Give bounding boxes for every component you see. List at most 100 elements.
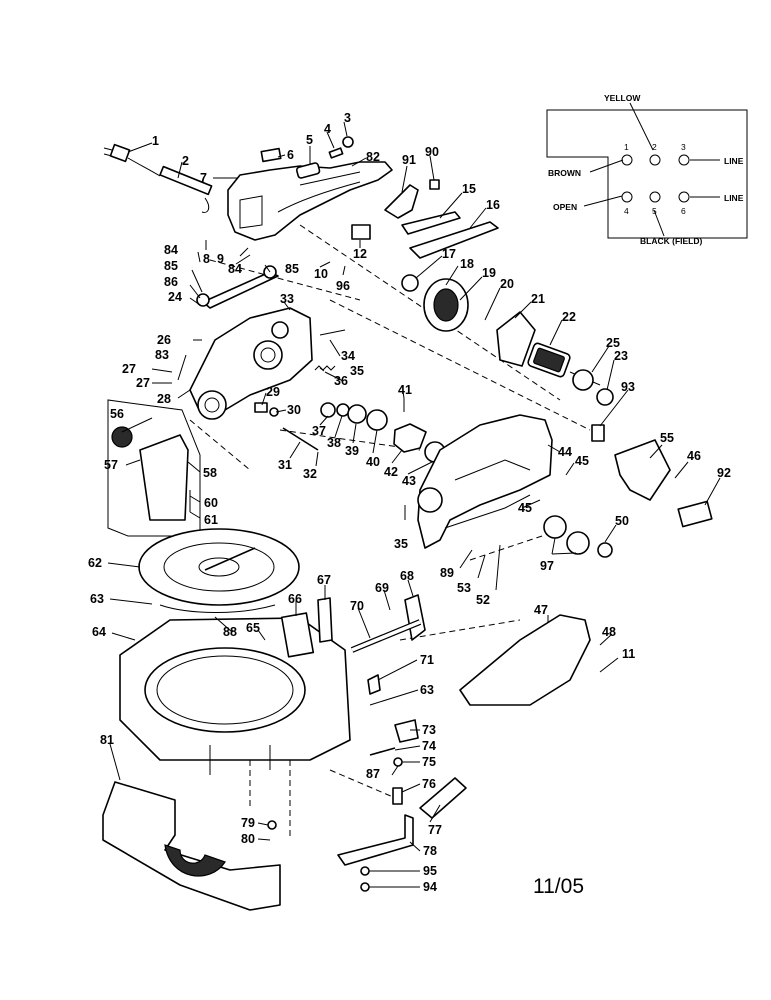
part-number-31: 31 [278,458,292,472]
part-number-93: 93 [621,380,635,394]
terminal-label-2: 2 [652,142,657,152]
part-number-12: 12 [353,247,367,261]
part-number-9: 9 [217,252,224,266]
part-number-29: 29 [266,385,280,399]
part-number-56: 56 [110,407,124,421]
part-number-84a: 84 [164,243,178,257]
part-75 [393,757,403,767]
part-number-24: 24 [168,290,182,304]
leader-lines [107,121,721,888]
handle-housing [227,161,393,241]
spring-36 [314,365,336,371]
part-number-35a: 35 [350,364,364,378]
wiring-label-open: OPEN [553,202,577,212]
knob-77 [419,777,467,819]
wiring-label-line-1: LINE [724,156,744,166]
part-number-74: 74 [422,739,436,753]
terminal-label-4: 4 [624,206,629,216]
part-number-40: 40 [366,455,380,469]
wiring-box [546,109,748,239]
part-number-11: 11 [622,647,635,661]
part-number-53: 53 [457,581,471,595]
brush-17 [401,274,419,292]
part-number-79: 79 [241,816,255,830]
small-spring-part [328,147,344,159]
latch-part [384,184,419,219]
bearing-37 [320,402,336,418]
terminal-2 [649,154,661,166]
part-number-67: 67 [317,573,331,587]
fence-plate-66 [280,612,315,658]
part-number-86: 86 [164,275,178,289]
part-number-84b: 84 [228,262,242,276]
lower-guard-47 [459,614,591,706]
part-number-50: 50 [615,514,629,528]
part-number-78: 78 [423,844,437,858]
part-number-94: 94 [423,880,437,894]
part-number-80: 80 [241,832,255,846]
part-number-88: 88 [223,625,237,639]
power-plug [103,143,161,177]
part-number-32: 32 [303,467,317,481]
part-number-38: 38 [327,436,341,450]
part-number-63a: 63 [90,592,104,606]
part-number-33: 33 [280,292,294,306]
motor-housing-21 [496,311,536,367]
part-76 [392,787,403,805]
part-number-47: 47 [534,603,548,617]
part-number-87: 87 [366,767,380,781]
terminal-label-6: 6 [681,206,686,216]
block-12 [351,224,371,240]
shaft-31 [282,427,319,451]
part-number-45a: 45 [575,454,589,468]
part-number-2: 2 [182,154,189,168]
part-number-35b: 35 [394,537,408,551]
part-number-34: 34 [341,349,355,363]
part-number-36: 36 [334,374,348,388]
bearing-40 [366,409,388,431]
blade-guard-44 [417,414,553,549]
part-number-57: 57 [104,458,118,472]
turntable-62 [138,528,300,606]
part-number-43: 43 [402,474,416,488]
lock-67 [317,597,333,643]
fan-25 [572,369,594,391]
handle-68 [404,594,426,641]
lower-rail-15 [401,211,461,235]
wiring-label-line-2: LINE [724,193,744,203]
part-number-63b: 63 [420,683,434,697]
wiring-label-black-field: BLACK (FIELD) [640,236,702,246]
part-number-4: 4 [324,122,331,136]
part-number-15: 15 [462,182,476,196]
part-number-76: 76 [422,777,436,791]
part-number-81: 81 [100,733,114,747]
part-number-10: 10 [314,267,328,281]
part-number-45b: 45 [518,501,532,515]
part-number-82: 82 [366,150,380,164]
part-number-30: 30 [287,403,301,417]
terminal-label-5: 5 [652,206,657,216]
cord-strain-relief [159,165,213,213]
part-number-27a: 27 [122,362,136,376]
part-number-61: 61 [204,513,218,527]
part-number-65: 65 [246,621,260,635]
knob-71 [367,674,381,695]
part-number-70: 70 [350,599,364,613]
part-number-46: 46 [687,449,701,463]
part-number-39: 39 [345,444,359,458]
terminal-6 [678,191,690,203]
arm-washer [196,293,210,307]
part-number-20: 20 [500,277,514,291]
base-64 [119,617,351,775]
date-code: 11/05 [533,875,584,898]
part-number-77: 77 [428,823,442,837]
part-number-labels: 1 2 3 4 5 6 7 8 9 10 11 12 15 16 17 18 1… [88,111,731,894]
bracket-78 [337,814,414,866]
screw-94 [360,882,370,892]
nut-23 [596,388,614,406]
part-number-17: 17 [442,247,456,261]
part-number-68: 68 [400,569,414,583]
part-number-1: 1 [152,134,159,148]
terminal-1 [621,154,633,166]
